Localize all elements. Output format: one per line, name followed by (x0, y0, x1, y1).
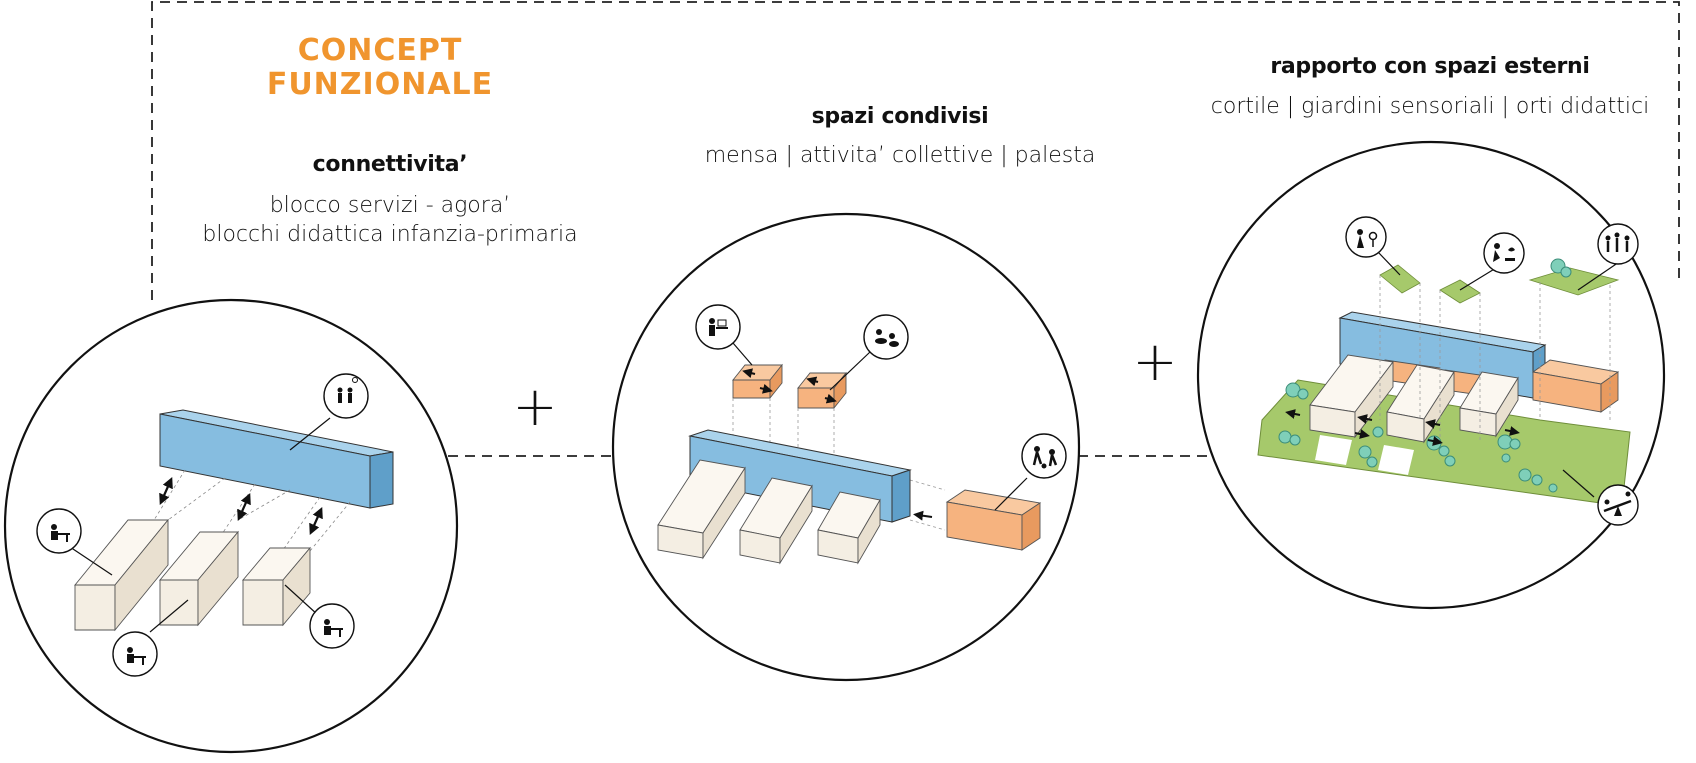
teacher-desk-icon (112, 631, 158, 677)
section-2-line-1: mensa | attivita’ collettive | palesta (704, 143, 1096, 168)
gym-block (945, 489, 1042, 551)
gardening-icon (1345, 216, 1387, 258)
title-line-2: FUNZIONALE (266, 67, 494, 102)
teaching-block-2 (159, 530, 239, 627)
planting-icon (1483, 232, 1525, 274)
teaching-block-3 (242, 546, 311, 627)
concept-title: CONCEPT FUNZIONALE (240, 34, 520, 102)
group-activity-icon (863, 314, 909, 360)
teaching-block-3 (1459, 371, 1519, 438)
teaching-block-1 (657, 459, 746, 560)
teaching-block-2 (739, 477, 813, 565)
teacher-desk-icon (309, 603, 355, 649)
plus-sign-2: + (1132, 330, 1178, 393)
section-2-heading: spazi condivisi (811, 104, 989, 129)
section-3-line-1: cortile | giardini sensoriali | orti did… (1210, 94, 1650, 119)
people-gears-icon (323, 373, 369, 419)
children-play-icon (1597, 223, 1639, 265)
services-block (159, 409, 394, 509)
teaching-block-1 (74, 518, 169, 632)
section-1-heading: connettivita’ (312, 152, 468, 177)
section-1-line-2: blocchi didattica infanzia-primaria (202, 222, 578, 247)
section-3-heading: rapporto con spazi esterni (1270, 54, 1590, 79)
teacher-desk-icon (36, 508, 82, 554)
title-line-1: CONCEPT (297, 33, 463, 68)
canteen-icon (695, 304, 741, 350)
section-1-line-1: blocco servizi - agora’ (269, 193, 511, 218)
trees (1278, 258, 1572, 493)
plus-sign-1: + (512, 375, 558, 438)
circle-connectivity (3, 298, 459, 754)
teaching-block-3 (817, 491, 881, 565)
circle-shared-spaces (611, 212, 1081, 682)
circle-outdoor-spaces (1196, 140, 1666, 610)
ball-play-icon (1021, 433, 1067, 479)
seesaw-icon (1597, 484, 1639, 526)
gym-block (1531, 359, 1620, 413)
